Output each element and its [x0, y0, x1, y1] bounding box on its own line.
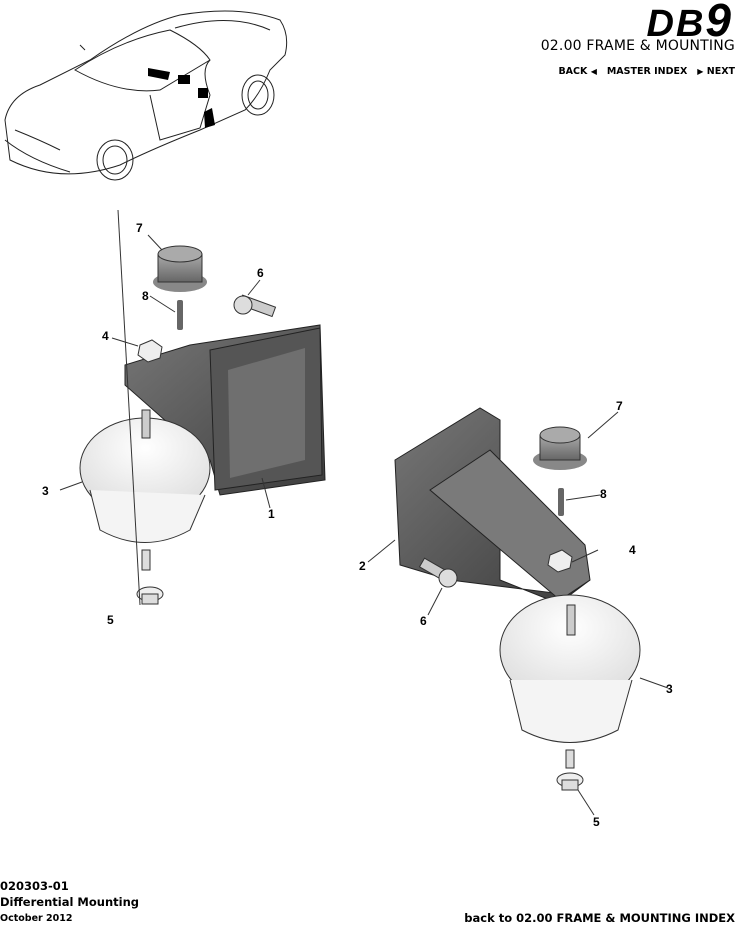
- callout-6: 6: [257, 266, 264, 280]
- callout-7: 7: [616, 399, 623, 413]
- db9-logo: DB9: [647, 0, 733, 44]
- callout-8: 8: [600, 487, 607, 501]
- next-link[interactable]: ▶ NEXT: [697, 66, 735, 77]
- back-link[interactable]: BACK ◀: [558, 66, 597, 77]
- callout-3: 3: [42, 484, 49, 498]
- document-title: Differential Mounting: [0, 895, 139, 909]
- left-mount-assembly: 7 8 6 4 3 1 5: [42, 210, 326, 627]
- callout-2: 2: [359, 559, 366, 573]
- callout-4: 4: [102, 329, 109, 343]
- callout-1: 1: [268, 507, 275, 521]
- callout-3: 3: [666, 682, 673, 696]
- document-code: 020303-01: [0, 879, 69, 893]
- car-locator-icon: [4, 10, 288, 181]
- callout-7: 7: [136, 221, 143, 235]
- callout-6: 6: [420, 614, 427, 628]
- right-mount-assembly: 7 8 4 2 6 3 5: [359, 399, 673, 829]
- callout-8: 8: [142, 289, 149, 303]
- page-navigation: BACK ◀ MASTER INDEX ▶ NEXT: [558, 66, 735, 77]
- section-title: 02.00 FRAME & MOUNTING: [540, 38, 735, 54]
- master-index-link[interactable]: MASTER INDEX: [606, 66, 688, 77]
- callout-5: 5: [593, 815, 600, 829]
- logo-text: DB: [646, 3, 706, 45]
- triangle-right-icon: ▶: [697, 67, 704, 76]
- callout-4: 4: [629, 543, 636, 557]
- logo-digit: 9: [705, 0, 733, 46]
- triangle-left-icon: ◀: [590, 67, 597, 76]
- document-date: October 2012: [0, 913, 73, 924]
- back-to-index-link[interactable]: back to 02.00 FRAME & MOUNTING INDEX: [464, 911, 735, 925]
- callout-5: 5: [107, 613, 114, 627]
